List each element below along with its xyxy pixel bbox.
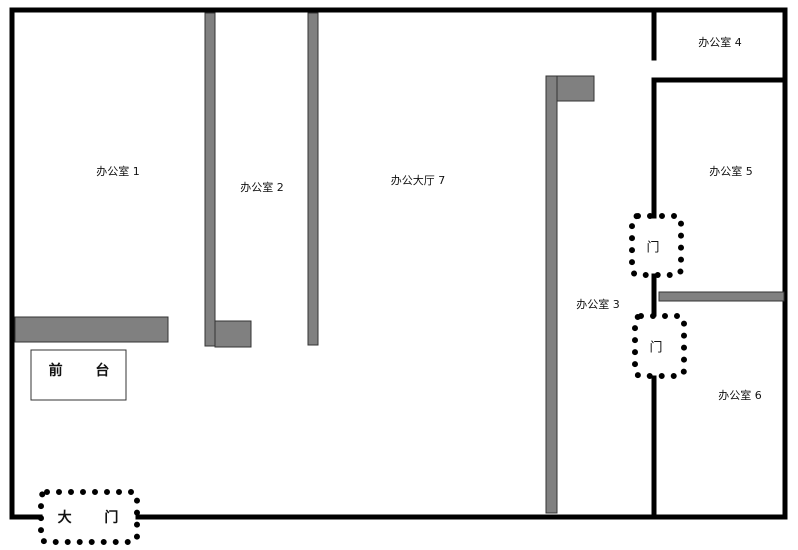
- door-label-office5: 门: [646, 240, 660, 256]
- partition-office2-right: [307, 12, 319, 346]
- partition-office3: [545, 75, 558, 514]
- partition-reception: [14, 316, 169, 343]
- main-door[interactable]: [38, 489, 140, 545]
- main-door-label: 大 门: [57, 510, 133, 526]
- reception-label: 前 台: [48, 363, 124, 379]
- partition-office5-6: [658, 291, 785, 302]
- room-label-office4: 办公室 4: [698, 36, 742, 49]
- door-office5[interactable]: [629, 213, 684, 278]
- room-label-hall7: 办公大厅 7: [390, 174, 446, 187]
- partition-office2-left: [204, 12, 216, 347]
- room-label-office3: 办公室 3: [576, 298, 620, 311]
- reception-desk: [30, 349, 127, 401]
- room-label-office6: 办公室 6: [718, 389, 762, 402]
- room-label-office5: 办公室 5: [709, 165, 753, 178]
- door-office6[interactable]: [632, 313, 687, 379]
- partition-office3-block: [556, 75, 595, 102]
- partition-office2-block: [214, 320, 252, 348]
- door-label-office6: 门: [649, 340, 663, 356]
- room-label-office2: 办公室 2: [240, 181, 284, 194]
- room-label-office1: 办公室 1: [96, 165, 140, 178]
